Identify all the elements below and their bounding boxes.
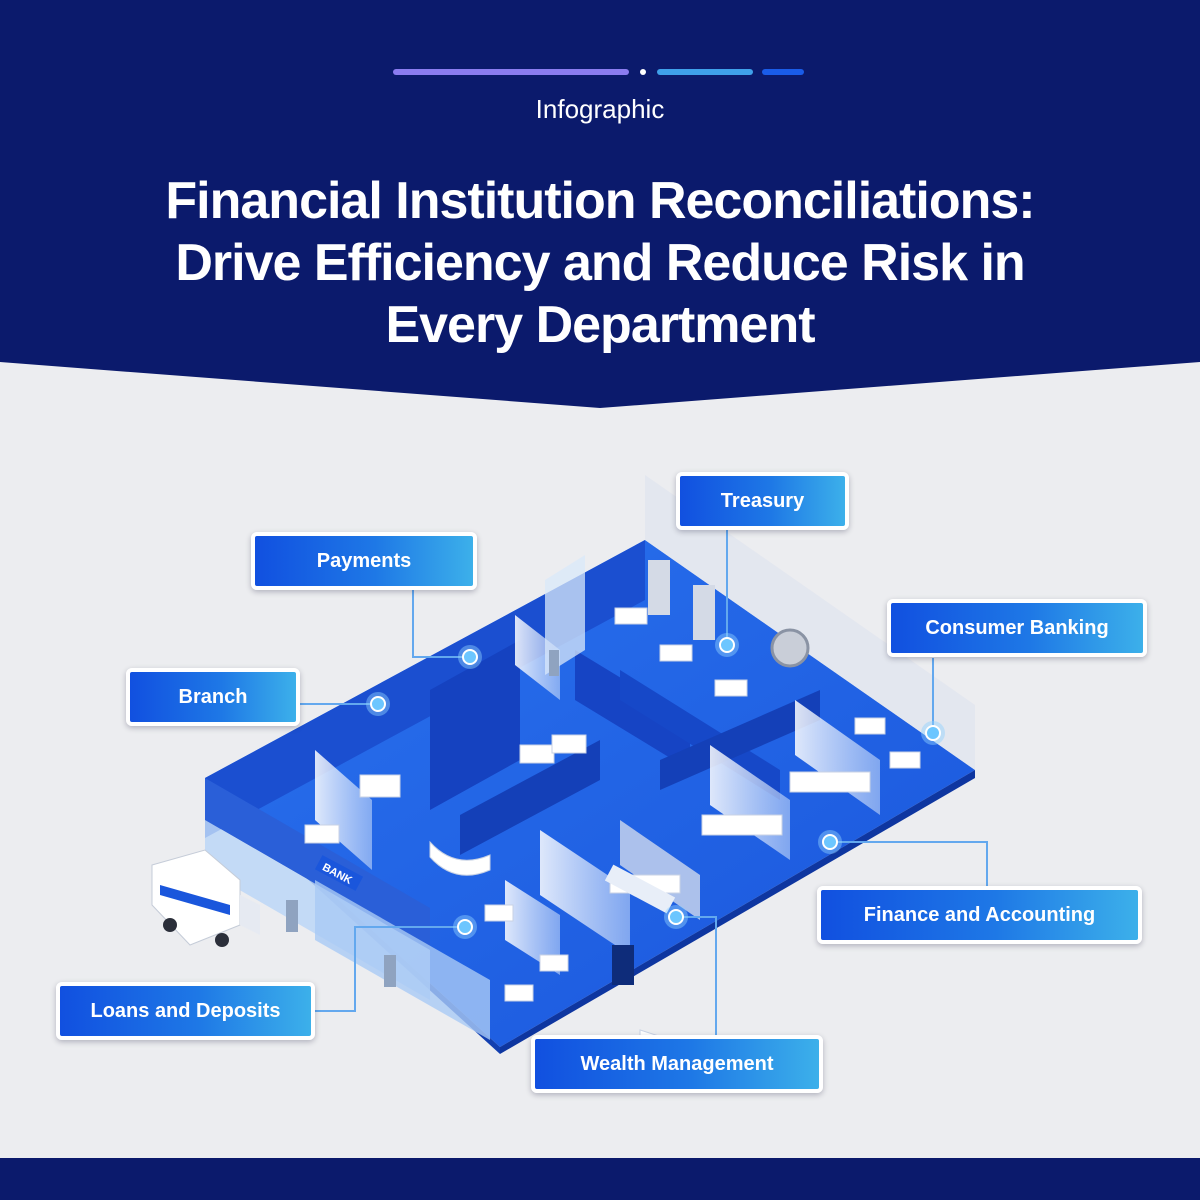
hotspot-markers	[366, 633, 945, 939]
truck-wheel	[215, 933, 229, 947]
desk-group-payments	[304, 734, 587, 844]
vault-door	[770, 628, 810, 668]
title-line-3: Every Department	[385, 296, 815, 354]
decor-bar-blue	[762, 69, 804, 75]
server-rack-3	[612, 945, 634, 985]
desk	[504, 984, 534, 1002]
connector-wealth	[676, 916, 717, 1037]
partition-1	[430, 640, 520, 810]
callout-branch[interactable]: Branch	[126, 668, 300, 726]
server-rack-1	[648, 560, 670, 615]
decor-dot	[640, 69, 646, 75]
glass-panel-5	[540, 830, 630, 955]
glass-panel-2	[515, 615, 560, 700]
desk	[701, 814, 783, 836]
conference-table	[604, 864, 676, 914]
desk	[789, 771, 871, 793]
connector-finance	[830, 841, 988, 888]
desk	[614, 607, 648, 625]
desk	[484, 904, 514, 922]
callout-payments[interactable]: Payments	[251, 532, 477, 590]
callout-treasury[interactable]: Treasury	[676, 472, 849, 530]
eyebrow-label: Infographic	[535, 94, 665, 124]
atm-1	[286, 900, 298, 932]
footer-band	[0, 1158, 1200, 1200]
callout-finance-and-accounting[interactable]: Finance and Accounting	[817, 886, 1142, 944]
marker-loans	[457, 919, 473, 935]
marker-finance	[822, 834, 838, 850]
glass-panel-7	[620, 820, 700, 920]
decor-bar-purple	[393, 69, 629, 75]
desk	[359, 774, 401, 798]
marker-consumer	[925, 725, 941, 741]
callout-loans-and-deposits[interactable]: Loans and Deposits	[56, 982, 315, 1040]
desk	[714, 679, 748, 697]
desk	[889, 751, 921, 769]
connector-lines	[298, 530, 988, 1037]
title-line-2: Drive Efficiency and Reduce Risk in	[175, 234, 1025, 292]
title-line-1: Financial Institution Reconciliations:	[165, 172, 1035, 230]
connector-loans	[313, 926, 465, 1012]
desk	[519, 744, 555, 764]
marker-branch	[370, 696, 386, 712]
callout-consumer-banking[interactable]: Consumer Banking	[887, 599, 1147, 657]
atm-2	[384, 955, 396, 987]
callout-wealth-management[interactable]: Wealth Management	[531, 1035, 823, 1093]
bank-sign-board	[314, 855, 364, 891]
armored-truck	[151, 849, 260, 947]
desk	[551, 734, 587, 754]
desk	[539, 954, 569, 972]
desk	[854, 717, 886, 735]
desk-group-consumer	[854, 717, 921, 769]
glass-panel-6	[505, 880, 560, 975]
partition-4	[660, 690, 820, 790]
desk-group-treasury	[614, 607, 748, 697]
truck-wheel	[163, 918, 177, 932]
page-title: Financial Institution Reconciliations: D…	[60, 170, 1140, 356]
entrance-glass-2	[315, 880, 490, 1040]
desk	[304, 824, 340, 844]
glass-panel-1	[315, 750, 372, 870]
marker-treasury	[719, 637, 735, 653]
decorative-bars	[393, 69, 804, 75]
reception-desk	[429, 840, 491, 876]
truck-stripe	[160, 885, 230, 915]
desk	[659, 644, 693, 662]
marker-wealth	[668, 909, 684, 925]
partition-2	[575, 650, 690, 770]
truck-cab	[240, 895, 260, 935]
glass-panel-8	[545, 555, 585, 675]
partition-5	[460, 740, 600, 855]
marker-payments	[462, 649, 478, 665]
header-band	[0, 0, 1200, 410]
header-background	[0, 0, 1200, 408]
left-wall	[205, 778, 430, 950]
server-rack-2	[693, 585, 715, 640]
decor-bar-light-blue	[657, 69, 753, 75]
atm-3	[549, 650, 559, 676]
desk-group-loans	[484, 904, 569, 1002]
connector-payments	[412, 590, 470, 658]
